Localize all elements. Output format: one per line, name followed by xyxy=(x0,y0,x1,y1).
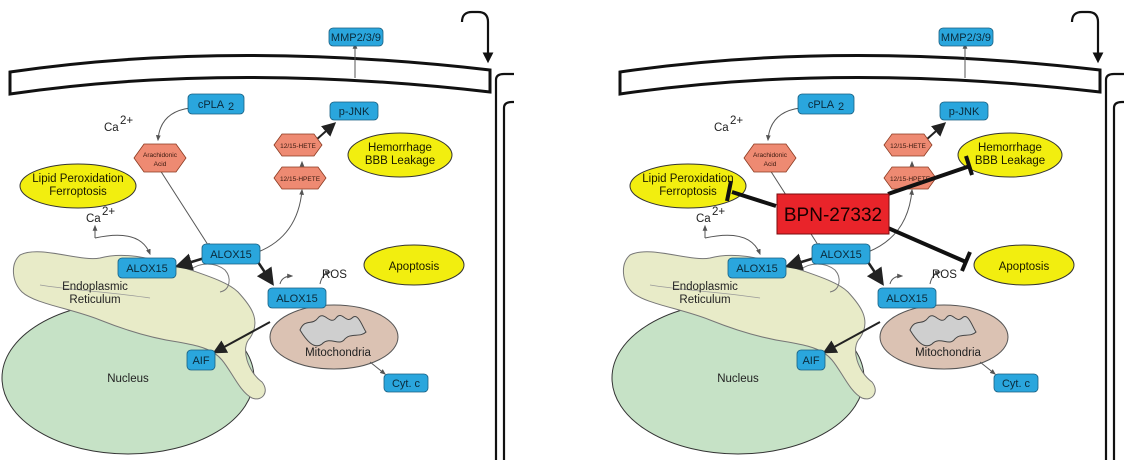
mitochondria-label: Mitochondria xyxy=(305,347,371,359)
hete-node: 12/15-HETE xyxy=(883,133,933,157)
svg-text:Arachidonic: Arachidonic xyxy=(143,152,178,159)
svg-text:ALOX15: ALOX15 xyxy=(276,293,318,305)
hemorrhage-outcome: Hemorrhage BBB Leakage xyxy=(957,132,1063,178)
svg-text:Lipid Peroxidation: Lipid Peroxidation xyxy=(642,173,733,185)
svg-text:Cyt. c: Cyt. c xyxy=(392,378,421,390)
svg-text:Apoptosis: Apoptosis xyxy=(389,261,440,273)
svg-text:ALOX15: ALOX15 xyxy=(820,249,862,261)
left-panel: Nucleus Endoplasmic Reticulum Mitochondr… xyxy=(1,10,514,460)
mitochondria-label: Mitochondria xyxy=(915,347,981,359)
er-label-line1: Endoplasmic xyxy=(62,281,128,293)
svg-text:12/15-HETE: 12/15-HETE xyxy=(280,143,316,150)
inhibitor-box: BPN-27332 xyxy=(776,193,890,235)
svg-text:2+: 2+ xyxy=(730,115,743,127)
svg-text:Apoptosis: Apoptosis xyxy=(999,261,1050,273)
pjnk-node: p-JNK xyxy=(939,101,989,121)
svg-text:Acid: Acid xyxy=(154,161,167,168)
vessel-wall xyxy=(494,72,514,81)
cell-membrane xyxy=(618,54,1102,96)
svg-text:AIF: AIF xyxy=(802,355,819,367)
alox15-mito-node: ALOX15 xyxy=(877,287,937,309)
hemorrhage-outcome: Hemorrhage BBB Leakage xyxy=(347,132,453,178)
svg-text:Ferroptosis: Ferroptosis xyxy=(659,186,717,198)
cell-wall-arc xyxy=(460,10,494,64)
svg-text:ALOX15: ALOX15 xyxy=(886,293,928,305)
mitochondria-cristae xyxy=(299,314,367,347)
arachidonic-acid-node: Arachidonic Acid xyxy=(743,143,797,173)
svg-text:2+: 2+ xyxy=(712,206,725,218)
nucleus-label: Nucleus xyxy=(717,373,759,385)
svg-text:AIF: AIF xyxy=(192,355,209,367)
nucleus-label: Nucleus xyxy=(107,373,149,385)
mitochondria-cristae xyxy=(909,314,977,347)
svg-text:p-JNK: p-JNK xyxy=(339,106,370,118)
svg-text:ALOX15: ALOX15 xyxy=(736,263,778,275)
svg-text:Acid: Acid xyxy=(764,161,777,168)
svg-text:MMP2/3/9: MMP2/3/9 xyxy=(331,32,381,44)
svg-text:2+: 2+ xyxy=(120,115,133,127)
alox15-mito-node: ALOX15 xyxy=(267,287,327,309)
arachidonic-acid-node: Arachidonic Acid xyxy=(133,143,187,173)
aif-node: AIF xyxy=(796,349,826,371)
right-panel: Nucleus Endoplasmic Reticulum Mitochondr… xyxy=(611,10,1124,460)
svg-text:Arachidonic: Arachidonic xyxy=(753,152,788,159)
alox15-center-node: ALOX15 xyxy=(201,243,261,265)
calcium-er-label: Ca 2+ xyxy=(86,206,115,225)
svg-text:Lipid Peroxidation: Lipid Peroxidation xyxy=(32,173,123,185)
er-label-line1: Endoplasmic xyxy=(672,281,738,293)
inhibitor-label: BPN-27332 xyxy=(784,205,882,226)
svg-text:MMP2/3/9: MMP2/3/9 xyxy=(941,32,991,44)
svg-text:Ca: Ca xyxy=(696,213,711,225)
vessel-wall xyxy=(1104,72,1124,81)
calcium-top-label: Ca 2+ xyxy=(104,115,133,134)
svg-text:ALOX15: ALOX15 xyxy=(210,249,252,261)
svg-text:Ferroptosis: Ferroptosis xyxy=(49,186,107,198)
cell-wall-arc xyxy=(1070,10,1104,64)
aif-node: AIF xyxy=(186,349,216,371)
svg-text:BBB Leakage: BBB Leakage xyxy=(975,155,1045,167)
svg-text:2: 2 xyxy=(228,101,234,113)
calcium-er-label: Ca 2+ xyxy=(696,206,725,225)
svg-text:Cyt. c: Cyt. c xyxy=(1002,378,1031,390)
pjnk-node: p-JNK xyxy=(329,101,379,121)
hete-node: 12/15-HETE xyxy=(273,133,323,157)
cpla2-node: cPLA 2 xyxy=(187,93,245,115)
er-label-line2: Reticulum xyxy=(679,294,730,306)
svg-text:12/15-HPETE: 12/15-HPETE xyxy=(890,176,931,183)
svg-text:12/15-HPETE: 12/15-HPETE xyxy=(280,176,321,183)
mmp-node: MMP2/3/9 xyxy=(938,27,994,47)
svg-text:cPLA: cPLA xyxy=(198,99,225,111)
svg-text:p-JNK: p-JNK xyxy=(949,106,980,118)
lipid-peroxidation-outcome: Lipid Peroxidation Ferroptosis xyxy=(19,163,137,209)
cpla2-node: cPLA 2 xyxy=(797,93,855,115)
er-label-line2: Reticulum xyxy=(69,294,120,306)
svg-text:ALOX15: ALOX15 xyxy=(126,263,168,275)
alox15-center-node: ALOX15 xyxy=(811,243,871,265)
ros-label: ROS xyxy=(932,269,957,281)
calcium-top-label: Ca 2+ xyxy=(714,115,743,134)
cytc-node: Cyt. c xyxy=(993,373,1039,393)
svg-text:Ca: Ca xyxy=(86,213,101,225)
cell-membrane xyxy=(8,54,492,96)
svg-text:Ca: Ca xyxy=(104,122,119,134)
svg-text:Hemorrhage: Hemorrhage xyxy=(978,142,1042,154)
svg-text:2+: 2+ xyxy=(102,206,115,218)
svg-text:2: 2 xyxy=(838,101,844,113)
hpete-node: 12/15-HPETE xyxy=(273,166,327,190)
svg-text:12/15-HETE: 12/15-HETE xyxy=(890,143,926,150)
inhibition-lines xyxy=(725,155,974,272)
ros-label: ROS xyxy=(322,269,347,281)
lipid-peroxidation-outcome: Lipid Peroxidation Ferroptosis xyxy=(629,163,747,209)
alox15-er-node: ALOX15 xyxy=(727,257,787,279)
alox15-er-node: ALOX15 xyxy=(117,257,177,279)
mmp-node: MMP2/3/9 xyxy=(328,27,384,47)
svg-text:cPLA: cPLA xyxy=(808,99,835,111)
apoptosis-outcome: Apoptosis xyxy=(973,244,1075,286)
apoptosis-outcome: Apoptosis xyxy=(363,244,465,286)
svg-text:Hemorrhage: Hemorrhage xyxy=(368,142,432,154)
svg-text:BBB Leakage: BBB Leakage xyxy=(365,155,435,167)
svg-text:Ca: Ca xyxy=(714,122,729,134)
cytc-node: Cyt. c xyxy=(383,373,429,393)
